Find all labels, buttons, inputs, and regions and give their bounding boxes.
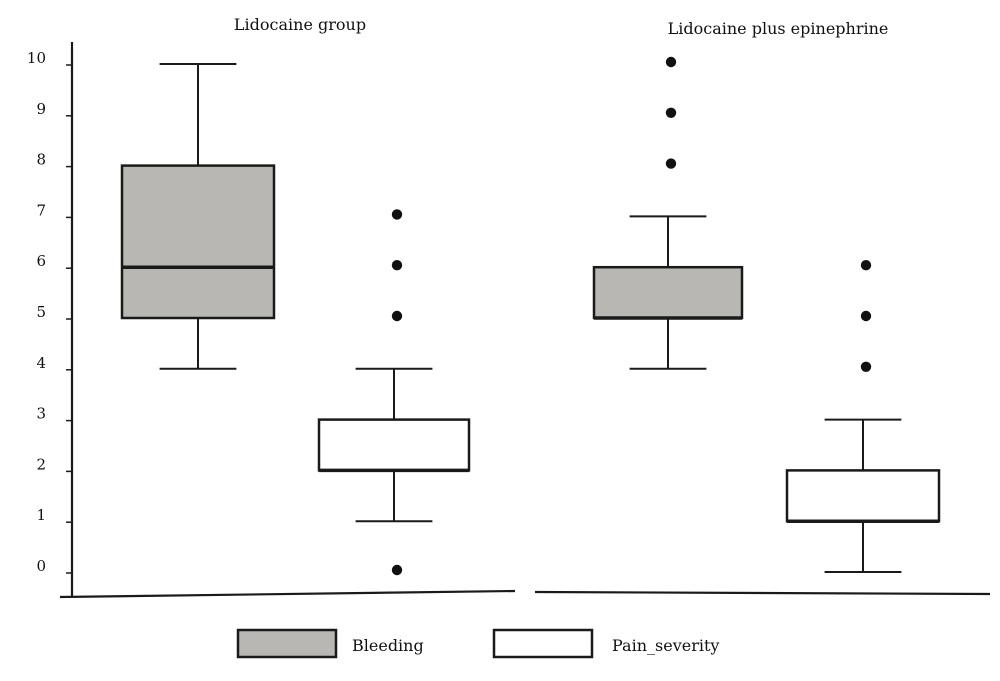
legend-swatch (492, 628, 594, 659)
box-body (317, 418, 471, 472)
outlier-point (860, 310, 872, 322)
legend-label: Pain_severity (612, 636, 719, 655)
x-axis-line-left (59, 589, 516, 599)
box-pain-severity (317, 209, 471, 576)
y-tick-label: 9 (36, 100, 46, 118)
panel-title: Lidocaine plus epinephrine (668, 19, 889, 38)
outlier-point (860, 260, 872, 271)
outlier-point (665, 107, 677, 119)
box-bleeding (120, 63, 276, 370)
y-tick-label: 5 (36, 303, 46, 321)
box-body (592, 265, 744, 320)
box-body (785, 469, 941, 523)
y-tick-label: 1 (36, 506, 46, 524)
box-pain-severity (785, 260, 941, 573)
y-tick-label: 2 (36, 455, 46, 473)
y-axis-ticks: 0 1 2 3 4 5 6 7 8 9 10 (27, 49, 72, 575)
y-tick-label: 6 (36, 252, 46, 270)
y-tick-label: 7 (36, 201, 46, 219)
panel-titles: Lidocaine group Lidocaine plus epinephrin… (234, 15, 888, 38)
box-body (120, 164, 276, 320)
legend-swatch (236, 628, 338, 659)
boxes (120, 56, 941, 576)
legend: Bleeding Pain_severity (236, 628, 719, 659)
panel-title: Lidocaine group (234, 15, 366, 34)
outlier-point (391, 564, 403, 576)
box-bleeding (592, 56, 744, 370)
outlier-point (665, 158, 677, 169)
y-tick-label: 10 (27, 49, 46, 67)
outlier-point (391, 209, 403, 220)
legend-label: Bleeding (352, 636, 424, 655)
y-tick-label: 0 (36, 557, 46, 575)
outlier-point (665, 56, 677, 68)
y-tick-label: 4 (36, 354, 46, 372)
outlier-point (391, 310, 403, 322)
x-axis-line-right (534, 590, 991, 596)
outlier-point (860, 361, 872, 372)
y-tick-label: 8 (36, 151, 46, 169)
y-tick-label: 3 (36, 405, 46, 423)
outlier-point (391, 260, 403, 271)
